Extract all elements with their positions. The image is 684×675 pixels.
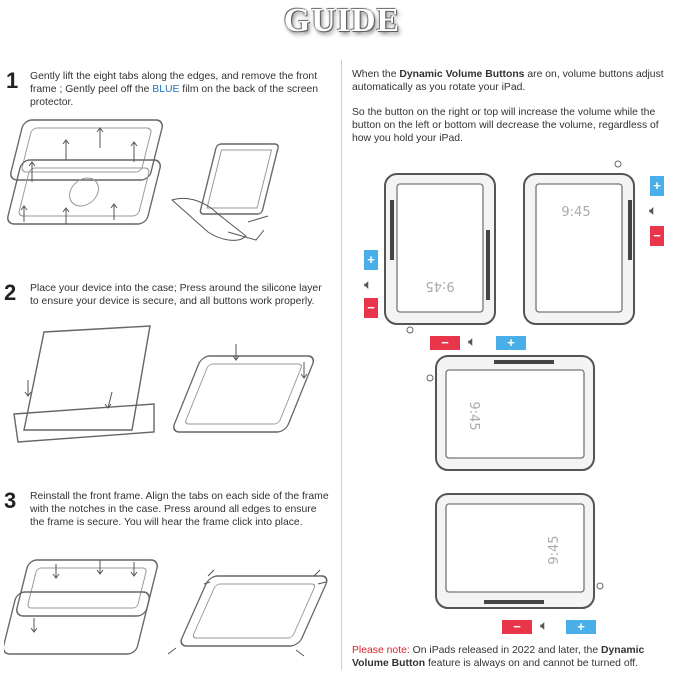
intro-text-b: are on, volume buttons adjust automatica… [352,69,664,93]
ipad-portrait-upside-down: 9:45 [384,173,496,334]
hand-sketch [171,197,247,241]
volume-plus-icon: + [496,336,526,350]
speaker-icon: 🔈︎ [649,202,658,218]
volume-minus-icon: − [364,298,378,318]
volume-minus-icon: − [650,226,664,246]
note-bold: Dynamic Volume Button [352,645,645,669]
note-text-b: feature is always on and cannot be turne… [425,658,639,669]
intro-text-a: When the [352,69,400,80]
volume-plus-icon: + [650,176,664,196]
step-1-text-b: film on the back of the screen protector… [30,84,319,108]
step-2-insert-device-illustration [13,325,155,443]
step-1-text-a: Gently lift the eight tabs along the edg… [30,71,318,95]
ipad-portrait-upright: 9:45 [523,160,635,325]
intro-bold: Dynamic Volume Buttons [399,69,525,80]
clock-text: 9:45 [425,278,454,293]
step-1-number: 1 [6,68,19,93]
step-3-text: Reinstall the front frame. Align the tab… [30,491,329,528]
step-3-click-in-place-illustration [167,569,328,657]
page-title: GUIDE [283,2,401,39]
speaker-icon: 🔈︎ [468,333,477,349]
clock-text-2: 9:45 [561,205,590,220]
ipad-outline [23,325,151,431]
case-body-outline [7,159,161,225]
column-divider [341,60,342,670]
dynamic-volume-explanation: So the button on the right or top will i… [352,107,659,144]
note-label: Please note: [352,645,410,656]
volume-minus-icon: − [502,620,532,634]
ipad-landscape-right: 9:45 [435,493,604,609]
step-1-case-illustration [7,119,163,225]
speaker-icon: 🔈︎ [540,617,549,633]
volume-plus-icon: + [364,250,378,270]
step-2-text: Place your device into the case; Press a… [30,283,322,307]
clock-text-4: 9:45 [547,535,562,564]
speaker-icon: 🔈︎ [364,276,373,292]
step-2-number: 2 [4,280,17,305]
note-text-a: On iPads released in 2022 and later, the [409,645,601,656]
lift-arrows [20,127,138,224]
step-1-text: Gently lift the eight tabs along the edg… [30,70,330,109]
step-1-highlight: BLUE [152,84,180,95]
please-note: Please note: On iPads released in 2022 a… [352,644,682,670]
volume-plus-icon: + [566,620,596,634]
ipad-landscape-left: 9:45 [426,355,595,471]
step-3-reinstall-frame-illustration [4,559,158,655]
dynamic-volume-intro: When the Dynamic Volume Buttons are on, … [352,68,674,94]
volume-minus-icon: − [430,336,460,350]
clock-text-3: 9:45 [466,401,481,430]
step-2-press-silicone-illustration [173,344,315,433]
step-3-number: 3 [4,488,17,513]
step-1-peel-film-illustration [171,143,279,241]
